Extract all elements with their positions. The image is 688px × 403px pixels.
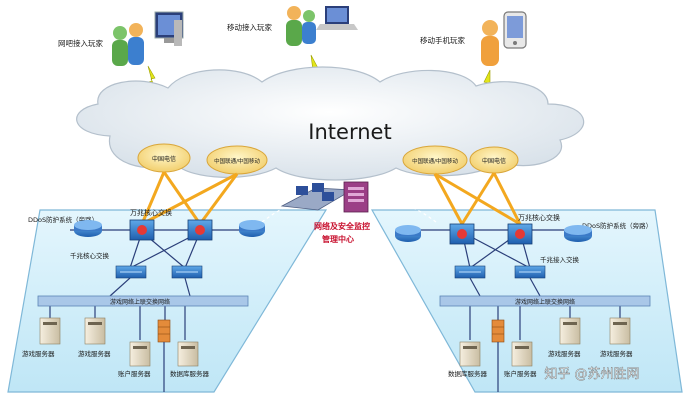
left-access-switch-1-icon — [115, 265, 147, 279]
left-server-1-icon — [39, 317, 61, 345]
right-access-switch-1-icon — [454, 265, 486, 279]
monitor-workstation-icon — [296, 183, 334, 201]
left-ddos-label: DDoS防护系统（旁路） — [28, 215, 98, 224]
right-firewall-icon — [491, 319, 505, 343]
phone-person-icon — [481, 20, 499, 66]
right-server-2-label: 游戏服务器 — [600, 349, 633, 358]
player-netcafe: 网吧接入玩家 — [58, 11, 184, 66]
isp-left-unicom: 中国联通/中国移动 — [206, 145, 268, 175]
left-db-server-icon — [177, 341, 199, 367]
laptop-icon — [316, 6, 358, 30]
server-rack-icon — [343, 181, 369, 213]
player-phone: 移动手机玩家 — [420, 11, 527, 66]
internet-label: Internet — [308, 120, 391, 144]
left-firewall-icon — [157, 319, 171, 343]
mobile-people-icon — [286, 6, 316, 46]
left-account-label: 账户服务器 — [118, 369, 151, 378]
player-mobile-label: 移动接入玩家 — [227, 22, 272, 32]
center-label-line2: 管理中心 — [322, 234, 354, 244]
mobile-phone-icon — [503, 11, 527, 49]
right-bus: 游戏网络上联交换网络 — [439, 295, 651, 307]
left-core-label: 万兆核心交换 — [130, 208, 172, 217]
player-mobile: 移动接入玩家 — [227, 6, 358, 46]
isp-right-telecom-label: 中国电信 — [482, 157, 506, 165]
isp-left-telecom-label: 中国电信 — [152, 155, 176, 163]
left-access-switch-2-icon — [171, 265, 203, 279]
left-bus-label: 游戏网络上联交换网络 — [110, 298, 170, 306]
left-bus: 游戏网络上联交换网络 — [37, 295, 249, 307]
isp-left-telecom: 中国电信 — [137, 143, 191, 173]
right-core-switch-1-icon — [449, 223, 475, 245]
right-uplinks — [433, 172, 522, 226]
left-server-2-icon — [84, 317, 106, 345]
right-ddos-label: DDoS防护系统（旁路） — [582, 221, 652, 230]
center-label-line1: 网络及安全监控 — [314, 221, 370, 231]
right-account-server-icon — [511, 341, 533, 367]
left-ddos-device-icon — [74, 220, 102, 237]
watermark: 知乎 @苏州胜网 — [544, 366, 639, 382]
right-access-label: 千兆接入交换 — [540, 255, 580, 264]
left-core-switch-1-icon — [129, 219, 155, 241]
left-server-2-label: 游戏服务器 — [78, 349, 111, 358]
left-db-label: 数据库服务器 — [170, 369, 210, 378]
right-router-icon — [395, 225, 421, 242]
netcafe-monitor-icon — [154, 11, 184, 46]
isp-right-unicom-label: 中国联通/中国移动 — [412, 157, 458, 165]
right-core-label: 万兆核心交换 — [518, 213, 560, 222]
left-core-switch-2-icon — [187, 219, 213, 241]
left-access-label: 千兆核心交换 — [70, 251, 110, 260]
player-phone-label: 移动手机玩家 — [420, 35, 465, 45]
right-server-2-icon — [609, 317, 631, 345]
right-account-label: 账户服务器 — [504, 369, 537, 378]
left-uplinks — [140, 171, 239, 226]
left-server-1-label: 游戏服务器 — [22, 349, 55, 358]
left-datacenter: DDoS防护系统（旁路） 万兆核心交换 千兆核心交换 — [7, 171, 328, 393]
right-datacenter: 万兆核心交换 DDoS防护系统（旁路） 千兆接入交换 — [370, 172, 683, 393]
isp-right-telecom: 中国电信 — [469, 146, 519, 174]
isp-right-unicom: 中国联通/中国移动 — [402, 145, 468, 175]
right-server-1-icon — [559, 317, 581, 345]
left-account-server-icon — [129, 341, 151, 367]
left-router-icon — [239, 220, 265, 237]
player-netcafe-label: 网吧接入玩家 — [58, 38, 103, 48]
right-bus-label: 游戏网络上联交换网络 — [515, 298, 575, 306]
right-db-label: 数据库服务器 — [448, 369, 488, 378]
isp-left-unicom-label: 中国联通/中国移动 — [214, 157, 260, 165]
right-ddos-device-icon — [564, 225, 592, 242]
right-server-1-label: 游戏服务器 — [548, 349, 581, 358]
right-core-switch-2-icon — [507, 223, 533, 245]
right-db-server-icon — [459, 341, 481, 367]
right-access-switch-2-icon — [514, 265, 546, 279]
netcafe-people-icon — [112, 23, 144, 66]
management-center: 网络及安全监控 管理中心 — [280, 181, 370, 244]
